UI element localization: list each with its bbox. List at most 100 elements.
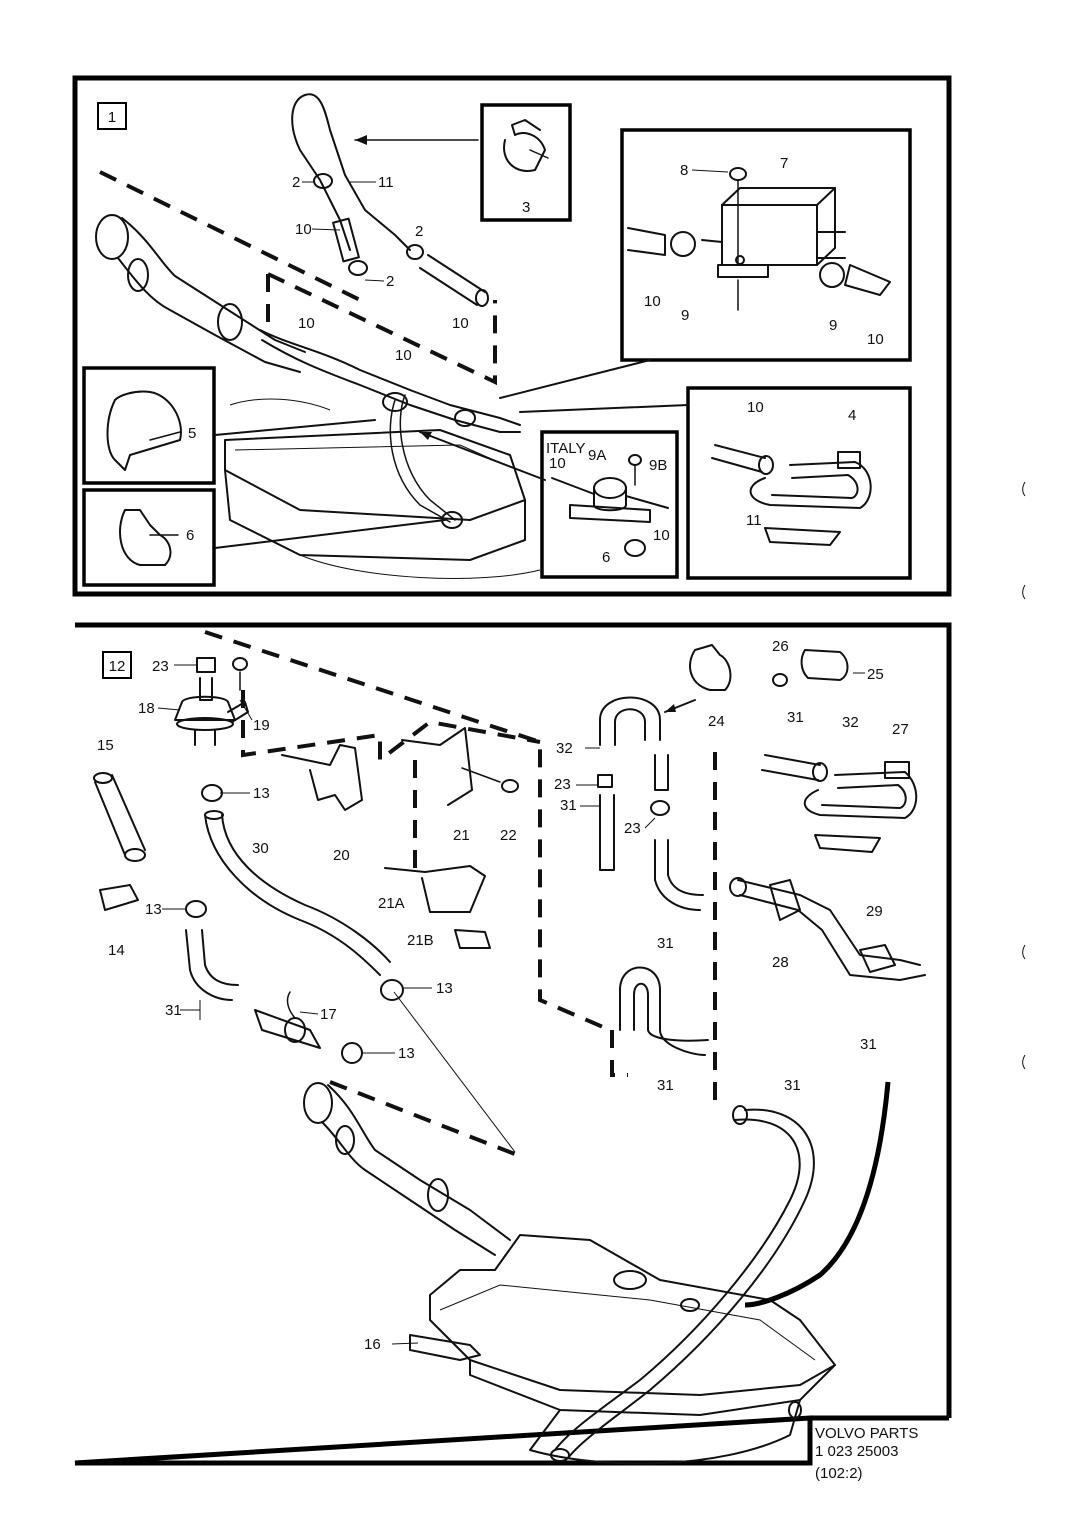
- label-10: 10: [747, 399, 764, 416]
- connector-13b: [185, 900, 207, 918]
- dash-line-bottom-1: [204, 630, 611, 1032]
- label-29: 29: [866, 903, 883, 920]
- label-31: 31: [560, 797, 577, 814]
- label-8: 8: [680, 162, 688, 179]
- label-2: 2: [386, 273, 394, 290]
- panel-bottom-number-box: [102, 651, 132, 679]
- label-10: 10: [452, 315, 469, 332]
- label-9A: 9A: [588, 447, 606, 464]
- label-21A: 21A: [378, 895, 405, 912]
- label-22: 22: [500, 827, 517, 844]
- label-25: 25: [867, 666, 884, 683]
- label-11: 11: [746, 512, 762, 529]
- label-32: 32: [842, 714, 859, 731]
- label-23: 23: [624, 820, 641, 837]
- panel-bottom-frame: [74, 622, 952, 1466]
- detail-box-hose-11: [686, 386, 912, 580]
- label-italy: ITALY: [546, 440, 585, 457]
- label-23: 23: [152, 658, 169, 675]
- vent-hose-loop: [291, 93, 489, 307]
- connector-13d: [341, 1042, 363, 1064]
- label-21: 21: [453, 827, 470, 844]
- hose-15: [93, 772, 146, 862]
- fuel-tank-top: [224, 398, 541, 579]
- label-32: 32: [556, 740, 573, 757]
- label-13: 13: [253, 785, 270, 802]
- detail-box-clip-6: [82, 488, 216, 587]
- filler-pipe-bottom: [303, 1082, 511, 1256]
- footer-stamp: VOLVO PARTS 1 023 25003 (102:2): [815, 1425, 918, 1482]
- label-10: 10: [867, 331, 884, 348]
- fuel-tank-bottom: [409, 1234, 836, 1465]
- label-9B: 9B: [649, 457, 667, 474]
- dash-line-bottom-6: [610, 1030, 628, 1077]
- u-tube-32: [597, 696, 704, 911]
- hose-31-left: [185, 929, 321, 1049]
- label-31: 31: [784, 1077, 801, 1094]
- leader-line-italy: [419, 431, 546, 481]
- detail-box-clip-3: [480, 103, 572, 222]
- label-21B: 21B: [407, 932, 434, 949]
- label-10: 10: [295, 221, 312, 238]
- label-13: 13: [145, 901, 162, 918]
- detail-box-connector-7: [620, 128, 912, 362]
- dash-line-bottom-2: [241, 690, 541, 765]
- label-14: 14: [108, 942, 125, 959]
- panel-top-number-box: [97, 102, 127, 130]
- hose-assembly-28: [729, 877, 926, 981]
- label-20: 20: [333, 847, 350, 864]
- label-10: 10: [298, 315, 315, 332]
- label-23: 23: [554, 776, 571, 793]
- label-2: 2: [292, 174, 300, 191]
- label-27: 27: [892, 721, 909, 738]
- label-10: 10: [653, 527, 670, 544]
- label-10: 10: [395, 347, 412, 364]
- label-13: 13: [436, 980, 453, 997]
- footer-line-1: VOLVO PARTS: [815, 1425, 918, 1442]
- label-17: 17: [320, 1006, 337, 1023]
- label-31: 31: [165, 1002, 182, 1019]
- label-5: 5: [188, 425, 196, 442]
- black-vent-hose: [744, 1081, 891, 1308]
- hose-30: [204, 810, 391, 976]
- leader-line-6: [214, 519, 446, 549]
- leader-line-4: [519, 404, 689, 413]
- label-31: 31: [657, 1077, 674, 1094]
- label-18: 18: [138, 700, 155, 717]
- hose-assembly-27: [761, 754, 918, 853]
- label-31: 31: [787, 709, 804, 726]
- label-11: 11: [378, 174, 394, 191]
- panel-top-frame: [72, 75, 952, 597]
- label-15: 15: [97, 737, 114, 754]
- label-10: 10: [644, 293, 661, 310]
- clips-top-right: [664, 644, 849, 713]
- connector-13c: [380, 979, 404, 1001]
- label-9: 9: [681, 307, 689, 324]
- label-7: 7: [780, 155, 788, 172]
- filler-pipe-top: [95, 214, 306, 373]
- brackets: [281, 727, 519, 949]
- label-31: 31: [657, 935, 674, 952]
- dash-line-bottom-4: [329, 1080, 526, 1160]
- label-4: 4: [848, 407, 856, 424]
- u-tube-31-lower: [619, 966, 709, 1056]
- label-2: 2: [415, 223, 423, 240]
- dash-line-top-1: [99, 170, 361, 302]
- label-24: 24: [708, 713, 725, 730]
- panel-top-number: 1: [108, 109, 116, 126]
- label-16: 16: [364, 1336, 381, 1353]
- leader-line-7: [499, 359, 651, 399]
- panel-top: 1: [72, 75, 952, 597]
- clip-14: [99, 884, 139, 911]
- detail-box-clamp-5: [82, 366, 216, 485]
- vent-tubes-top: [259, 329, 521, 529]
- panel-bottom: 12: [74, 622, 952, 1466]
- dash-line-top-3: [267, 272, 497, 386]
- vent-valve-18: [174, 657, 249, 746]
- long-hose-31: [550, 1105, 815, 1462]
- label-30: 30: [252, 840, 269, 857]
- footer-line-2: 1 023 25003: [815, 1443, 898, 1460]
- label-3: 3: [522, 199, 530, 216]
- label-13: 13: [398, 1045, 415, 1062]
